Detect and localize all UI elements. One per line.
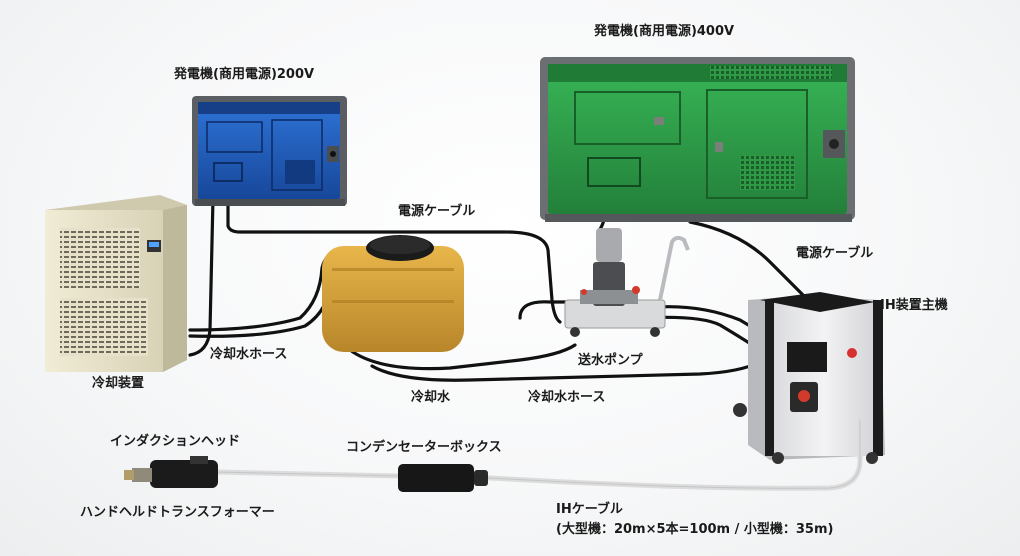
label-ih-cable-spec: (大型機：20m×5本=100m / 小型機：35m) bbox=[556, 522, 834, 537]
label-water-pump: 送水ポンプ bbox=[578, 353, 643, 368]
label-handheld-transformer: ハンドヘルドトランスフォーマー bbox=[80, 505, 275, 520]
label-generator-400v: 発電機(商用電源)400V bbox=[594, 24, 735, 39]
label-cooling-unit: 冷却装置 bbox=[92, 376, 145, 391]
label-ih-cable: IHケーブル bbox=[556, 502, 623, 517]
generator-400v bbox=[540, 57, 855, 222]
label-cooling-water: 冷却水 bbox=[411, 390, 451, 405]
condenser-box bbox=[398, 464, 488, 492]
generator-200v bbox=[192, 96, 347, 206]
ih-main-unit bbox=[733, 292, 885, 464]
label-induction-head: インダクションヘッド bbox=[110, 434, 241, 449]
label-cooling-hose-2: 冷却水ホース bbox=[528, 390, 606, 405]
power-cable-200v bbox=[226, 196, 562, 324]
water-tank bbox=[322, 235, 464, 352]
label-condenser-box: コンデンセーターボックス bbox=[346, 440, 502, 455]
cooling-hose-return bbox=[370, 360, 762, 382]
power-cable-400v-ih bbox=[688, 220, 810, 302]
label-ih-main-unit: IH装置主機 bbox=[880, 298, 948, 313]
cooling-unit bbox=[45, 195, 187, 372]
cooling-water-tank-pump bbox=[348, 343, 577, 371]
label-cooling-hose-1: 冷却水ホース bbox=[210, 347, 288, 362]
water-pump bbox=[564, 228, 690, 337]
label-power-cable-2: 電源ケーブル bbox=[796, 246, 874, 261]
handheld-transformer bbox=[124, 456, 218, 488]
cooling-hose-pump-ih bbox=[518, 300, 582, 320]
label-power-cable-1: 電源ケーブル bbox=[398, 204, 476, 219]
label-generator-200v: 発電機(商用電源)200V bbox=[174, 67, 315, 82]
